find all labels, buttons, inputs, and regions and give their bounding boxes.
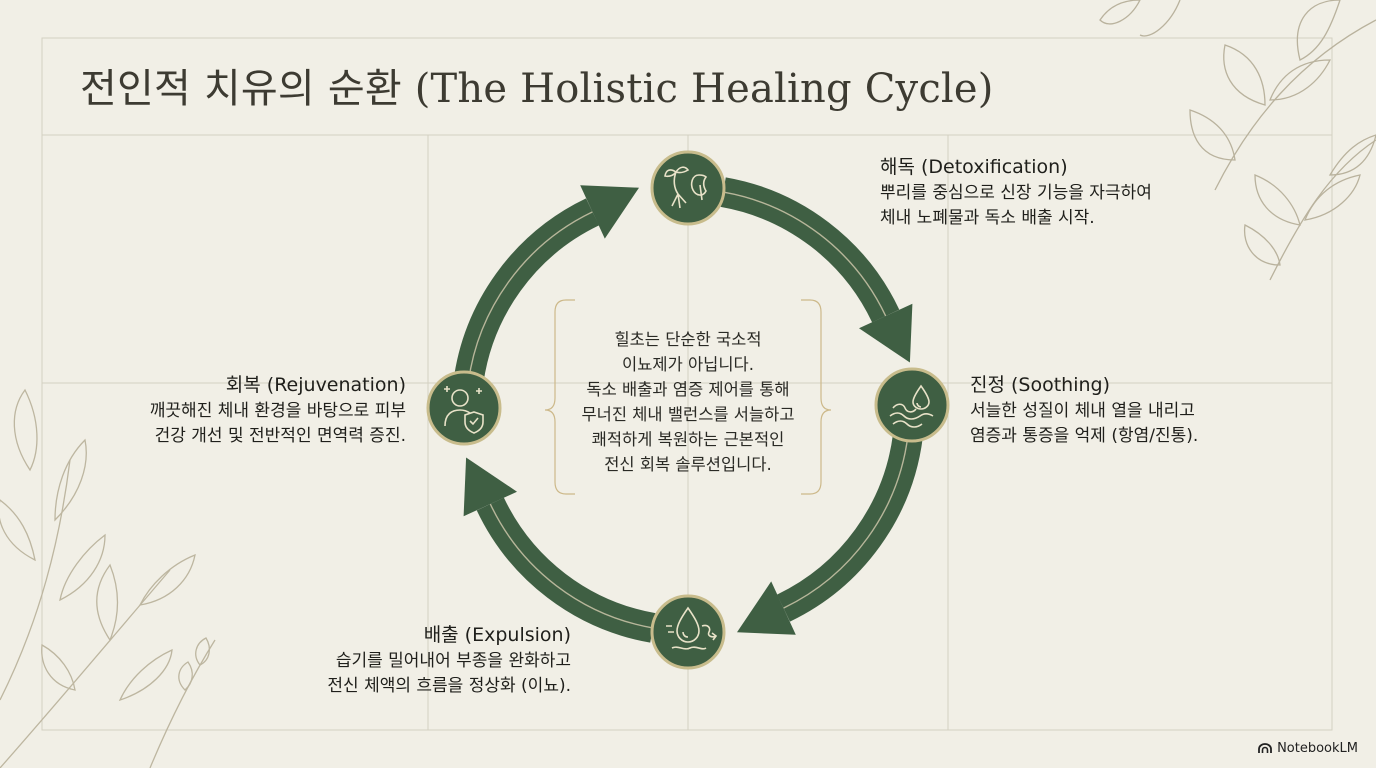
node-expulsion [650, 594, 726, 670]
notebooklm-label: NotebookLM [1277, 741, 1358, 756]
stage-expulsion-title: 배출 (Expulsion) [423, 624, 571, 646]
stage-soothing-desc-2: 염증과 통증을 억제 (항염/진통). [970, 426, 1199, 446]
arrow-expulsion-to-rejuvenation [476, 497, 656, 643]
stage-expulsion-text: 배출 (Expulsion) 습기를 밀어내어 부종을 완화하고 전신 체액의 … [327, 621, 571, 699]
leaf-decoration-top-right [1099, 0, 1376, 281]
cycle-nodes [426, 150, 950, 670]
stage-soothing-text: 진정 (Soothing) 서늘한 성질이 체내 열을 내리고 염증과 통증을 … [970, 371, 1198, 449]
stage-detox-title: 해독 (Detoxification) [880, 156, 1068, 178]
stage-soothing-title: 진정 (Soothing) [970, 374, 1111, 396]
center-line-4: 무너진 체내 밸런스를 서늘하고 [581, 405, 795, 424]
center-line-6: 전신 회복 솔루션입니다. [604, 455, 772, 474]
center-line-3: 독소 배출과 염증 제어를 통해 [586, 380, 790, 399]
stage-rejuvenation-text: 회복 (Rejuvenation) 깨끗해진 체내 환경을 바탕으로 피부 건강… [150, 371, 406, 449]
stage-expulsion-desc-1: 습기를 밀어내어 부종을 완화하고 [335, 651, 571, 671]
cycle-arrows [453, 177, 923, 643]
center-line-2: 이뇨제가 아닙니다. [622, 355, 754, 374]
center-line-5: 쾌적하게 복원하는 근본적인 [591, 430, 785, 449]
center-summary: 힐초는 단순한 국소적 이뇨제가 아닙니다. 독소 배출과 염증 제어를 통해 … [560, 327, 816, 477]
notebooklm-badge: NotebookLM [1258, 741, 1358, 756]
notebooklm-logo-icon [1258, 743, 1272, 753]
person-shield-icon [444, 386, 484, 434]
stage-rejuvenation-desc-1: 깨끗해진 체내 환경을 바탕으로 피부 [149, 401, 406, 421]
center-brackets [544, 299, 832, 495]
stage-detox-desc-2: 체내 노폐물과 독소 배출 시작. [880, 208, 1095, 228]
droplet-flow-icon [666, 606, 718, 650]
stage-detox-text: 해독 (Detoxification) 뿌리를 중심으로 신장 기능을 자극하여… [880, 153, 1152, 231]
water-wave-icon [889, 384, 934, 428]
stage-expulsion-desc-2: 전신 체액의 흐름을 정상화 (이뇨). [327, 676, 571, 696]
leaf-decoration-bottom-left [0, 388, 216, 768]
node-rejuvenation [426, 370, 502, 446]
node-soothing [874, 367, 950, 443]
page-title: 전인적 치유의 순환 (The Holistic Healing Cycle) [80, 66, 994, 112]
node-detox [650, 150, 726, 226]
stage-detox-desc-1: 뿌리를 중심으로 신장 기능을 자극하여 [880, 183, 1152, 203]
arrow-detox-to-soothing [720, 177, 900, 323]
stage-rejuvenation-title: 회복 (Rejuvenation) [225, 374, 406, 396]
stage-rejuvenation-desc-2: 건강 개선 및 전반적인 면역력 증진. [154, 426, 406, 446]
stage-soothing-desc-1: 서늘한 성질이 체내 열을 내리고 [970, 401, 1195, 421]
center-line-1: 힐초는 단순한 국소적 [614, 330, 762, 349]
root-kidney-icon [664, 166, 708, 209]
